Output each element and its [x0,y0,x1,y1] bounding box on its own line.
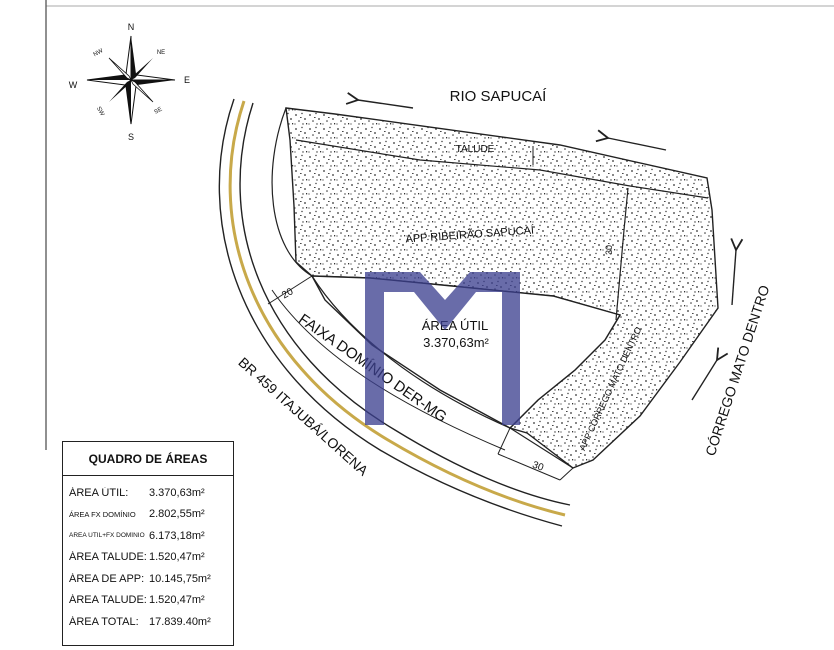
dim-30-top: 30 [604,245,614,255]
river-flow-arrow-1 [358,100,414,109]
row-label: ÁREA DE APP: [69,572,145,585]
road-centerline [228,100,566,517]
table-row: ÁREA DE APP: 10.145,75m² [63,568,233,590]
corrego-flow-arrow-1 [732,250,736,306]
area-util-value: 3.370,63m² [423,335,489,350]
row-value: 1.520,47m² [149,594,205,607]
dim-30: 30 [531,460,546,474]
river-flow-arrow-2 [608,138,667,151]
quadro-de-areas-table: QUADRO DE ÁREAS ÁREA ÚTIL: 3.370,63m² ÁR… [62,441,234,646]
row-label: ÁREA TOTAL: [69,615,139,628]
talude-label: TALUDE [456,144,495,155]
row-value: 2.802,55m² [149,508,205,521]
table-row: ÁREA TOTAL: 17.839.40m² [63,611,233,633]
row-value: 10.145,75m² [149,572,211,585]
compass-sw: SW [95,106,105,118]
compass-e: E [184,75,190,85]
row-value: 1.520,47m² [149,551,205,564]
dim-20: 20 [280,286,296,301]
row-label: ÁREA ÚTIL+FX DOMÍNIO [69,532,145,540]
compass-w: W [69,80,78,90]
compass-se: SE [154,107,164,116]
road-edge-outer [218,98,563,527]
table-row: ÁREA TALUDE: 1.520,47m² [63,547,233,569]
table-row: ÁREA TALUDE: 1.520,47m² [63,590,233,612]
area-util-label: ÁREA ÚTIL [422,318,488,333]
row-value: 17.839.40m² [149,615,211,628]
faixa-dominio-boundary [271,107,574,469]
quadro-title: QUADRO DE ÁREAS [63,442,233,476]
row-label: ÁREA FX DOMÍNIO [69,509,136,519]
talude-line [295,139,709,199]
compass-rose-icon: N S E W NE NW SE SW [69,22,190,142]
compass-n: N [128,22,135,32]
table-row: ÁREA ÚTIL+FX DOMÍNIO 6.173,18m² [63,525,233,547]
road-edge-inner [239,102,571,506]
table-row: ÁREA ÚTIL: 3.370,63m² [63,482,233,504]
app-corrego-divider [615,187,629,321]
row-label: ÁREA TALUDE: [69,551,147,564]
compass-s: S [128,132,134,142]
row-label: ÁREA TALUDE: [69,594,147,607]
watermark-logo [365,272,520,425]
row-label: ÁREA ÚTIL: [69,486,129,499]
corrego-flow-arrow-2 [691,360,717,401]
row-value: 3.370,63m² [149,486,205,499]
compass-ne: NE [157,50,165,56]
compass-nw: NW [93,48,105,58]
table-row: ÁREA FX DOMÍNIO 2.802,55m² [63,504,233,526]
row-value: 6.173,18m² [149,529,205,542]
river-label: RIO SAPUCAÍ [450,88,548,105]
